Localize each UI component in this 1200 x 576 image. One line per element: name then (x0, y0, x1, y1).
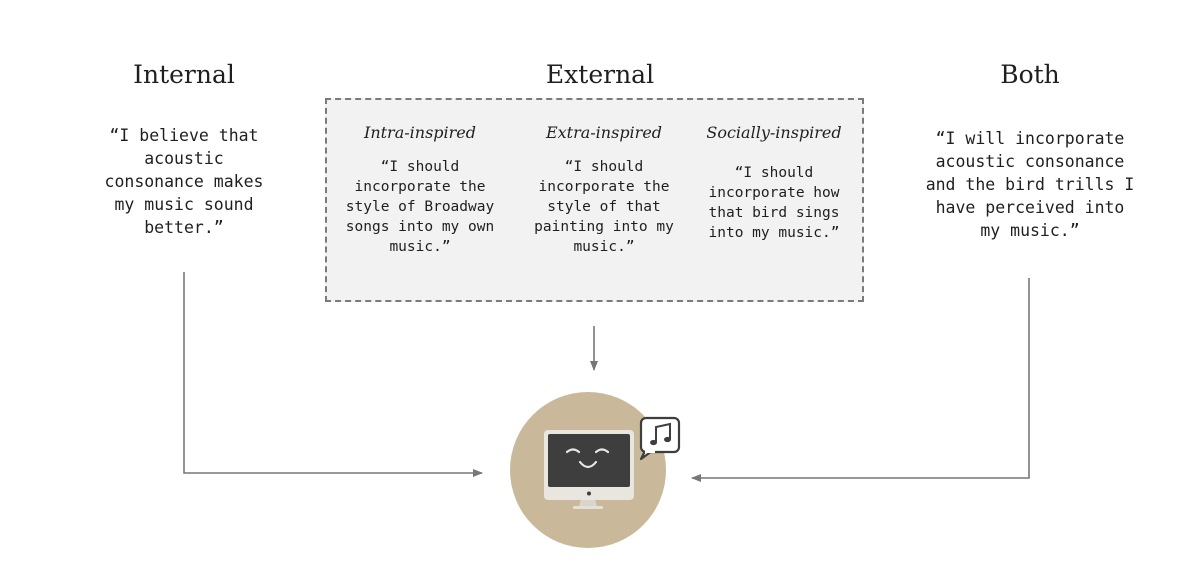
both-quote: “I will incorporate acoustic consonance … (925, 129, 1135, 240)
both-heading: Both (1000, 60, 1060, 89)
music-note-icon (639, 416, 681, 461)
internal-heading: Internal (133, 60, 235, 89)
computer-monitor-icon (544, 430, 634, 509)
internal-arrow (183, 272, 483, 477)
external-heading: External (545, 60, 655, 89)
intra-inspired-title: Intra-inspired (364, 123, 476, 142)
socially-inspired-title: Socially-inspired (706, 123, 842, 142)
socially-inspired-quote: “I should incorporate how that bird sing… (708, 165, 840, 241)
intra-inspired-quote: “I should incorporate the style of Broad… (345, 159, 495, 255)
external-box (325, 98, 864, 302)
extra-inspired-title: Extra-inspired (545, 123, 663, 142)
extra-inspired-quote: “I should incorporate the style of that … (534, 159, 674, 255)
both-arrow (691, 278, 1030, 482)
internal-quote: “I believe that acoustic consonance make… (104, 126, 264, 237)
